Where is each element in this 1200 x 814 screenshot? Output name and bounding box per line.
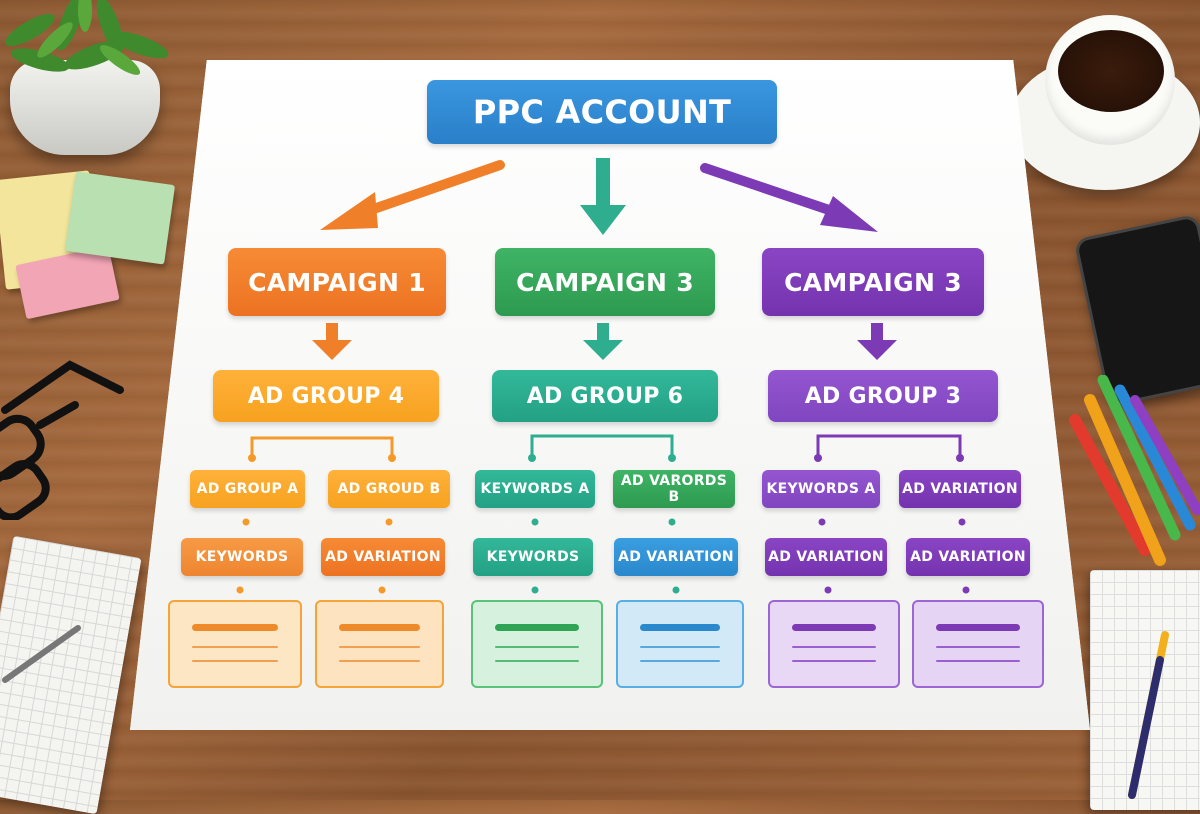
- ad-card: [471, 600, 603, 688]
- sub-node: AD VARORDS B: [613, 470, 735, 508]
- sub-node: AD GROUP A: [190, 470, 305, 508]
- ad-card: [616, 600, 744, 688]
- sub-node: KEYWORDS: [473, 538, 593, 576]
- ad-card: [315, 600, 444, 688]
- ad-card: [768, 600, 900, 688]
- sub-node: KEYWORDS A: [762, 470, 880, 508]
- notebook: [1090, 570, 1200, 810]
- sub-node: AD VARIATION: [765, 538, 887, 576]
- ad-group-node: AD GROUP 6: [492, 370, 718, 422]
- sub-node: AD VARIATION: [321, 538, 445, 576]
- sub-node: KEYWORDS: [181, 538, 303, 576]
- coffee: [1058, 30, 1164, 112]
- plant-pot: [10, 60, 160, 155]
- ad-group-node: AD GROUP 4: [213, 370, 439, 422]
- pen-icon: [2, 625, 81, 683]
- ad-group-node: AD GROUP 3: [768, 370, 998, 422]
- sub-node: AD GROUD B: [328, 470, 450, 508]
- sub-node: KEYWORDS A: [475, 470, 595, 508]
- campaign-node: CAMPAIGN 1: [228, 248, 446, 316]
- campaign-node: CAMPAIGN 3: [495, 248, 715, 316]
- sub-node: AD VARIATION: [906, 538, 1030, 576]
- markers-icon: [1069, 375, 1200, 566]
- pencil-icon: [1128, 631, 1169, 799]
- ad-card: [912, 600, 1044, 688]
- sub-node: AD VARIATION: [614, 538, 738, 576]
- plant-icon: [5, 0, 169, 75]
- campaign-node: CAMPAIGN 3: [762, 248, 984, 316]
- ad-card: [168, 600, 302, 688]
- root-node: PPC ACCOUNT: [427, 80, 777, 144]
- sub-node: AD VARIATION: [899, 470, 1021, 508]
- glasses-icon: [0, 360, 124, 520]
